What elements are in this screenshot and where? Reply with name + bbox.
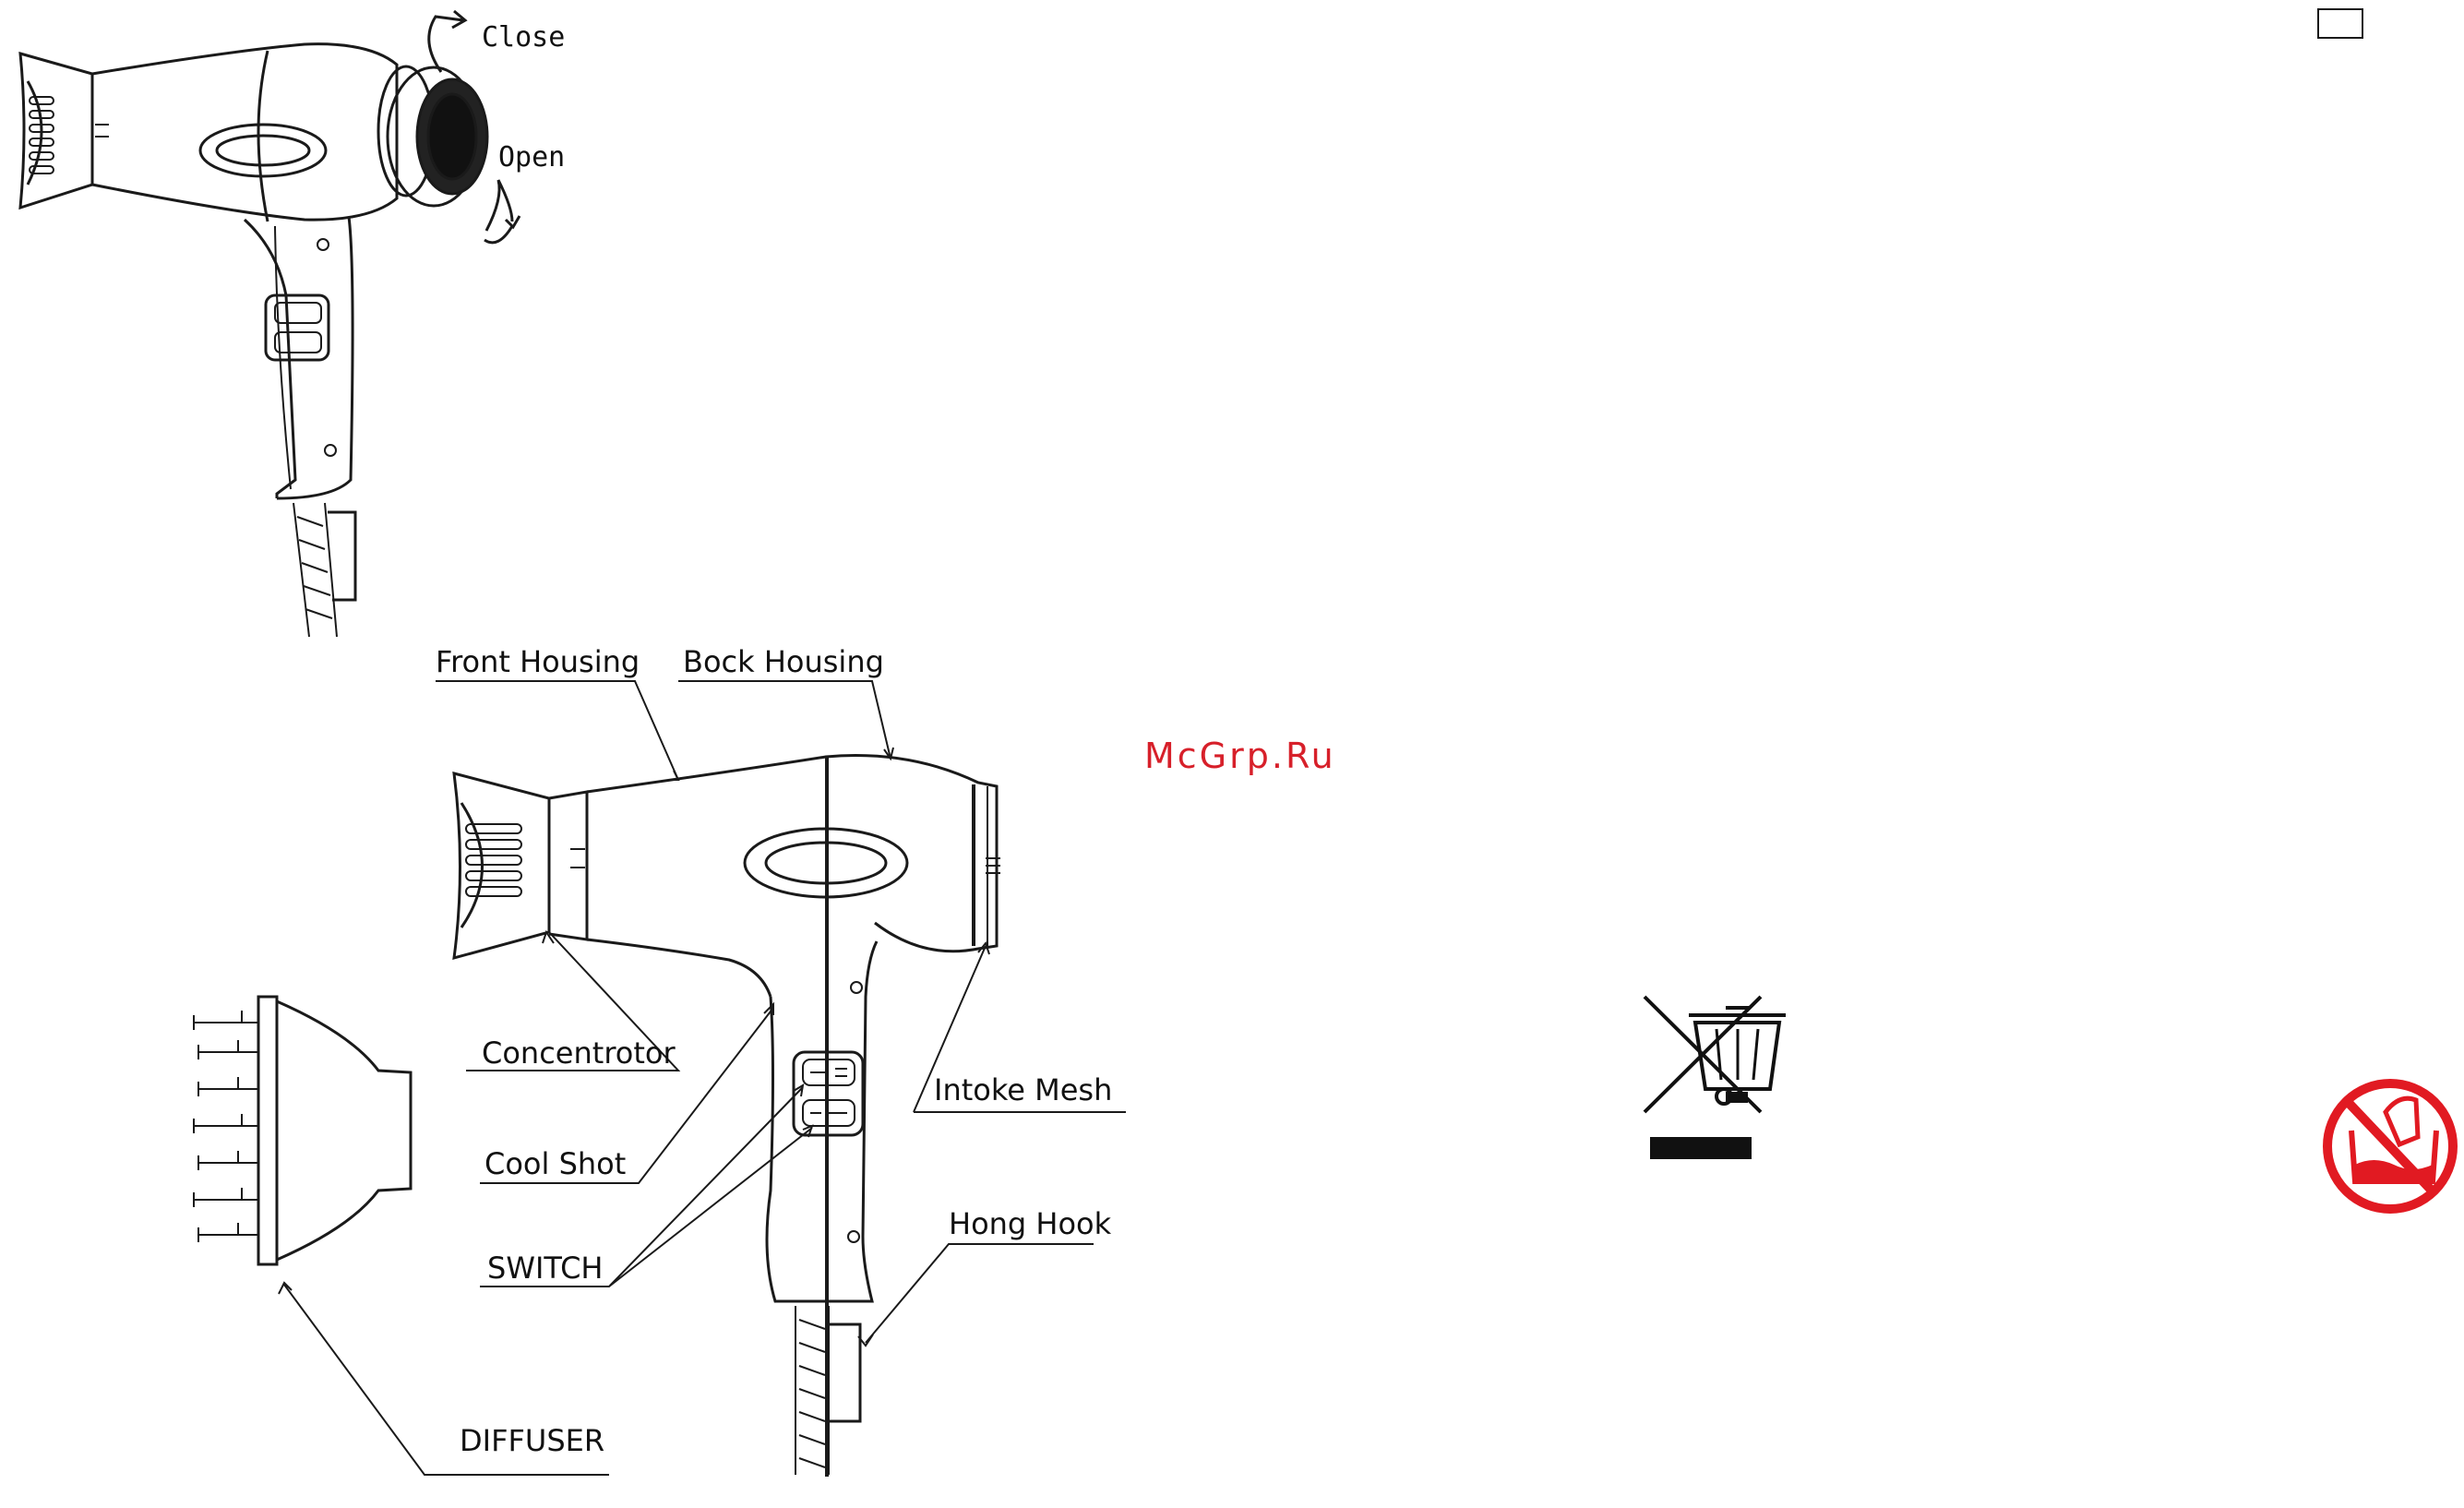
top-dryer-illustration — [20, 44, 487, 637]
close-label: Close — [482, 21, 565, 54]
label-switch: SWITCH — [487, 1251, 603, 1286]
main-dryer-illustration — [194, 756, 1000, 1477]
open-label: Open — [498, 141, 565, 174]
crossed-out-wheelie-bin-icon — [1645, 997, 1786, 1159]
label-diffuser: DIFFUSER — [460, 1423, 604, 1458]
small-box-icon — [2318, 9, 2362, 38]
watermark: McGrp.Ru — [1144, 736, 1336, 776]
label-intake-mesh: Intoke Mesh — [934, 1072, 1112, 1107]
label-cool-shot: Cool Shot — [484, 1146, 626, 1181]
label-concentrator: Concentrotor — [482, 1035, 676, 1071]
label-front-housing: Front Housing — [436, 644, 640, 679]
label-hang-hook: Hong Hook — [949, 1206, 1112, 1241]
label-back-housing: Bock Housing — [683, 644, 884, 679]
no-bath-water-icon — [2327, 1083, 2453, 1209]
